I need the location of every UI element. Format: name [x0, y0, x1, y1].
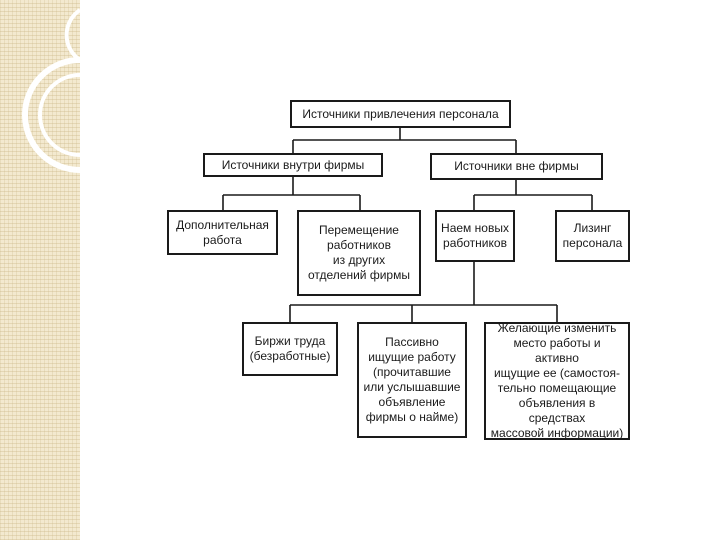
labor-exchange-box: Биржи труда (безработные) [242, 322, 338, 376]
leasing-box: Лизинг персонала [555, 210, 630, 262]
external-sources-label: Источники вне фирмы [454, 159, 578, 174]
hire-new-box: Наем новых работников [435, 210, 515, 262]
root-box: Источники привлечения персонала [290, 100, 511, 128]
external-sources-box: Источники вне фирмы [430, 153, 603, 180]
transfer-label: Перемещение работников из других отделен… [308, 223, 410, 283]
connector-external [474, 180, 592, 210]
internal-sources-box: Источники внутри фирмы [203, 153, 383, 177]
labor-exchange-label: Биржи труда (безработные) [250, 334, 331, 364]
passive-seekers-label: Пассивно ищущие работу (прочитавшие или … [364, 335, 461, 425]
active-seekers-box: Желающие изменить место работы и активно… [484, 322, 630, 440]
connector-internal [223, 177, 360, 210]
root-label: Источники привлечения персонала [302, 107, 498, 122]
connector-root [293, 128, 516, 153]
passive-seekers-box: Пассивно ищущие работу (прочитавшие или … [357, 322, 467, 438]
additional-work-box: Дополнительная работа [167, 210, 278, 255]
active-seekers-label: Желающие изменить место работы и активно… [490, 321, 624, 441]
leasing-label: Лизинг персонала [563, 221, 623, 251]
transfer-box: Перемещение работников из других отделен… [297, 210, 421, 296]
hire-new-label: Наем новых работников [441, 221, 509, 251]
internal-sources-label: Источники внутри фирмы [222, 158, 365, 173]
additional-work-label: Дополнительная работа [176, 218, 269, 248]
